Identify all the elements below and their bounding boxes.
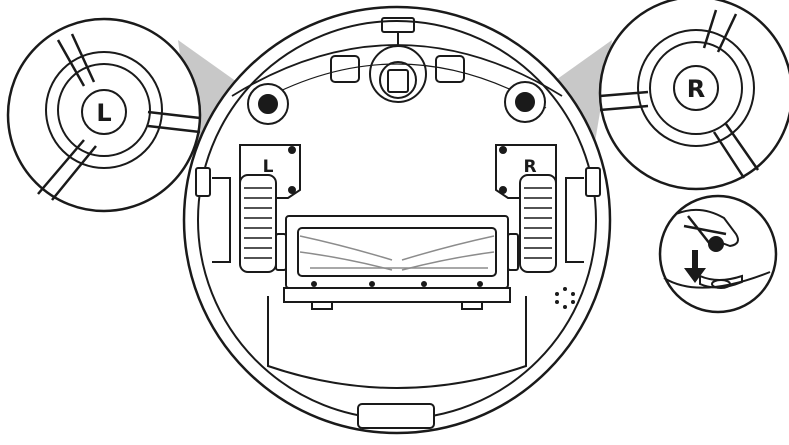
install-detail [660,196,776,312]
left-brush-hub-label: L [96,99,111,127]
brush-end-cap-left [276,234,286,270]
right-cover-screw [500,147,506,153]
right-cover-screw-2 [500,187,506,193]
left-cover-screw-2 [289,187,295,193]
right-wheel-label: R [523,157,536,177]
brush-end-cap-right [508,234,518,270]
right-brush-hub-label: R [687,75,705,103]
right-side-clip [586,168,600,196]
brush-guard [284,288,510,302]
left-wheel-label: L [263,157,274,177]
brush-frame [286,216,508,288]
dustbin-release-tab [358,404,434,428]
left-side-clip [196,168,210,196]
right-brush-motor-inner [516,93,534,111]
main-roller-brush [276,216,518,309]
install-hub [709,237,723,251]
left-brush-motor-inner [259,95,277,113]
left-cover-screw [289,147,295,153]
